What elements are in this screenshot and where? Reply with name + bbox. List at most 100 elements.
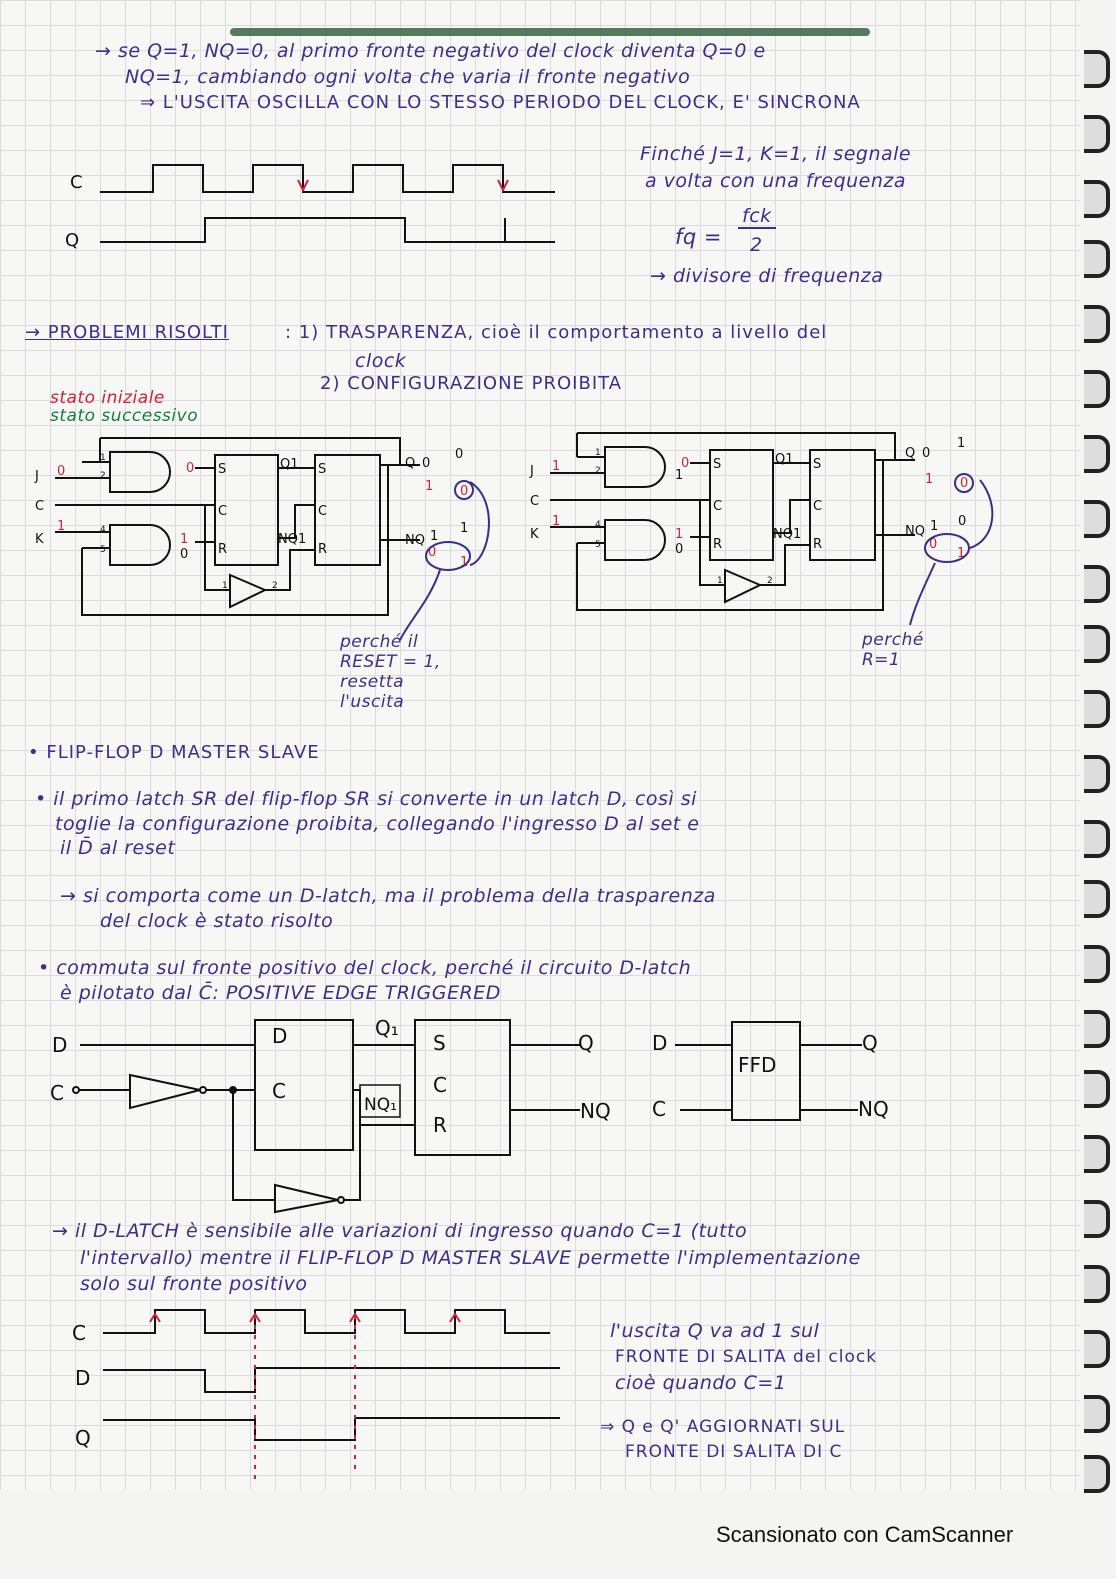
pin: 1 xyxy=(100,453,106,463)
d-label: D xyxy=(272,1024,287,1048)
k-label: K xyxy=(35,532,44,547)
q-next-value: 0 xyxy=(455,447,463,462)
nq-alt-value: 0 xyxy=(428,545,436,560)
q-output-label: Q xyxy=(405,456,415,471)
r-label: R xyxy=(433,1113,447,1137)
and-gate-1 xyxy=(109,451,171,493)
nq1-box xyxy=(359,1084,401,1118)
edge-guides xyxy=(254,1315,356,1480)
problems-item-1: : 1) TRASPARENZA, cioè il comportamento … xyxy=(285,322,828,343)
clock-label: C xyxy=(72,1321,86,1345)
annotation-left-line: resetta xyxy=(340,672,405,692)
d-label: D xyxy=(75,1366,90,1390)
falling-edge-marks xyxy=(297,179,509,193)
nq-output-label: NQ xyxy=(580,1099,611,1123)
c-label: C xyxy=(35,499,44,514)
bottom-note-2: l'intervallo) mentre il FLIP-FLOP D MAST… xyxy=(80,1247,861,1269)
right-note-1: l'uscita Q va ad 1 sul xyxy=(610,1320,820,1342)
k-label: K xyxy=(530,527,539,542)
problems-item-2: 2) CONFIGURAZIONE PROIBITA xyxy=(320,373,623,394)
j-label: J xyxy=(34,469,39,484)
pin: 2 xyxy=(272,581,278,591)
c-label: C xyxy=(433,1073,447,1097)
inverter xyxy=(229,573,268,609)
nq1-label: NQ1 xyxy=(278,532,306,547)
c-label: C xyxy=(652,1097,666,1121)
problems-item-1b: clock xyxy=(355,350,407,372)
annotation-right-line: R=1 xyxy=(862,650,901,670)
r-label: R xyxy=(318,542,327,557)
c-label: C xyxy=(813,499,822,514)
formula-numerator: fck xyxy=(738,205,776,229)
nq-output-label: NQ xyxy=(905,524,925,539)
pin: 5 xyxy=(595,540,601,550)
inverter-2 xyxy=(274,1183,339,1214)
master-slave-diagram: D C D C Q₁ NQ₁ S C R Q NQ xyxy=(50,1016,611,1214)
q1-label: Q1 xyxy=(280,457,299,472)
side-note-1: Finché J=1, K=1, il segnale xyxy=(640,143,912,165)
bullet-2-line-2: è pilotato dal C̄: POSITIVE EDGE TRIGGER… xyxy=(60,982,501,1004)
note-line-1: → se Q=1, NQ=0, al primo fronte negativo… xyxy=(95,40,766,62)
bullet-1-line-3: il D̄ al reset xyxy=(60,837,176,859)
and1-value: 0 xyxy=(681,456,689,471)
sr-latch-slave xyxy=(414,1019,511,1156)
and-gate-2 xyxy=(604,519,666,561)
rising-edge-marks xyxy=(149,1312,461,1323)
arrow-note-line-2: del clock è stato risolto xyxy=(100,910,334,932)
q-alt-value: 1 xyxy=(925,472,933,487)
j-label: J xyxy=(529,464,534,479)
d-latch-master xyxy=(254,1019,354,1151)
q1-label: Q₁ xyxy=(375,1016,399,1040)
bottom-note-1: → il D-LATCH è sensibile alle variazioni… xyxy=(52,1220,748,1242)
nq1-label: NQ1 xyxy=(773,527,801,542)
s-label: S xyxy=(713,457,721,472)
and1-next: 1 xyxy=(675,468,683,483)
inverter-1 xyxy=(129,1073,201,1110)
side-note-2: a volta con una frequenza xyxy=(645,170,907,192)
spiral-binding xyxy=(1084,40,1116,1493)
k-value: 1 xyxy=(57,519,65,534)
jk-circuit-1: J C K S C R Q1 NQ1 S C R Q 0 0 NQ 1 1 1 … xyxy=(34,437,490,641)
c-label: C xyxy=(713,499,722,514)
bullet-1-line-1: • il primo latch SR del flip-flop SR si … xyxy=(35,788,697,810)
j-value: 1 xyxy=(552,459,560,474)
nq-next-value: 1 xyxy=(460,521,468,536)
bullet-2-line-1: • commuta sul fronte positivo del clock,… xyxy=(38,957,692,979)
annotation-right-line: perché xyxy=(862,630,924,650)
problems-label: → PROBLEMI RISOLTI xyxy=(25,322,229,343)
bullet-1-line-2: toglie la configurazione proibita, colle… xyxy=(55,813,700,835)
q-wave xyxy=(103,1417,560,1441)
arrow-note-line-1: → si comporta come un D-latch, ma il pro… xyxy=(60,885,716,907)
r-label: R xyxy=(813,537,822,552)
nq-alt-value: 0 xyxy=(929,537,937,552)
k-value: 1 xyxy=(552,514,560,529)
nq-next-value: 0 xyxy=(958,514,966,529)
and2-next: 0 xyxy=(675,542,683,557)
sr-latch-master xyxy=(214,454,279,566)
pin: 1 xyxy=(222,581,228,591)
and1-value: 0 xyxy=(186,461,194,476)
q-circled-value: 0 xyxy=(460,484,468,499)
s-label: S xyxy=(318,462,326,477)
top-waveform: C Q xyxy=(65,164,555,251)
legend-next-state: stato successivo xyxy=(50,406,199,426)
inverter xyxy=(724,568,763,604)
annotation-right: perché R=1 xyxy=(862,630,924,670)
q-next-value: 1 xyxy=(957,436,965,451)
q-label: Q xyxy=(65,230,79,251)
side-note-3: → divisore di frequenza xyxy=(650,265,884,287)
pin: 2 xyxy=(595,466,601,476)
s-label: S xyxy=(218,462,226,477)
j-value: 0 xyxy=(57,464,65,479)
right-note-3: cioè quando C=1 xyxy=(615,1372,787,1394)
sr-latch-master xyxy=(709,449,774,561)
and2-value: 1 xyxy=(180,532,188,547)
bottom-waveform: C D Q xyxy=(72,1309,560,1480)
pin: 1 xyxy=(717,576,723,586)
formula-lhs: fq = xyxy=(675,225,722,249)
c-label: C xyxy=(218,504,227,519)
ffd-block-diagram: D C FFD Q NQ xyxy=(652,1021,889,1121)
q-wave xyxy=(100,217,555,243)
legend-initial-state: stato iniziale xyxy=(50,388,165,408)
